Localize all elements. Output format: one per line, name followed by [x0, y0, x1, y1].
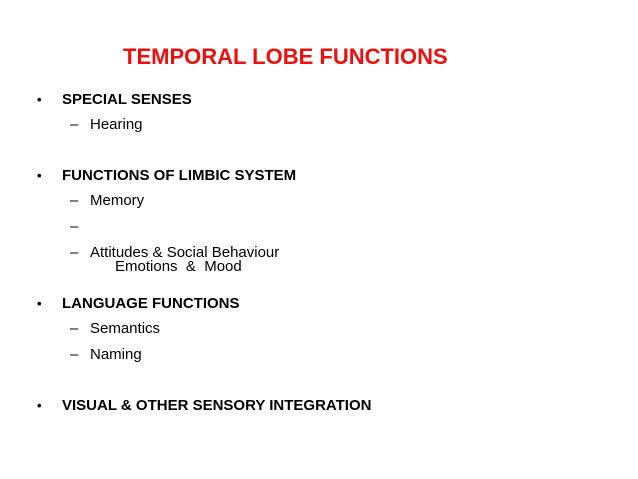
bullet-heading-text: VISUAL & OTHER SENSORY INTEGRATION	[62, 397, 372, 414]
sub-item-text: Naming	[90, 346, 142, 363]
dash-marker: –	[70, 116, 79, 133]
slide-title: TEMPORAL LOBE FUNCTIONS	[123, 44, 448, 69]
bullet-marker: •	[37, 296, 42, 311]
bullet-marker: •	[37, 168, 42, 183]
sub-item-attitudes: – Attitudes & Social Behaviour	[70, 243, 280, 263]
dash-marker: –	[70, 320, 79, 337]
dash-marker: –	[70, 244, 79, 261]
sub-item-text: Semantics	[90, 320, 161, 337]
bullet-heading-language-functions: • LANGUAGE FUNCTIONS	[37, 294, 240, 314]
bullet-heading-visual-sensory-integration: • VISUAL & OTHER SENSORY INTEGRATION	[37, 396, 372, 416]
bullet-marker: •	[37, 398, 42, 413]
sub-item-text: Memory	[90, 192, 145, 209]
sub-item-semantics: – Semantics	[70, 319, 161, 339]
sub-item-memory: – Memory	[70, 191, 145, 211]
sub-item-text: Emotions & Mood	[115, 258, 242, 275]
bullet-heading-text: LANGUAGE FUNCTIONS	[62, 295, 240, 312]
dash-marker: –	[70, 346, 79, 363]
dash-marker: –	[70, 218, 79, 235]
sub-item-text: Attitudes & Social Behaviour	[90, 244, 280, 261]
bullet-heading-special-senses: • SPECIAL SENSES	[37, 90, 192, 110]
sub-item-hearing: – Hearing	[70, 115, 143, 135]
bullet-marker: •	[37, 92, 42, 107]
bullet-heading-text: SPECIAL SENSES	[62, 91, 192, 108]
dash-marker: –	[70, 192, 79, 209]
sub-item-naming: – Naming	[70, 345, 142, 365]
bullet-heading-text: FUNCTIONS OF LIMBIC SYSTEM	[62, 167, 297, 184]
sub-item-emotions-mood: – Emotions & Mood	[70, 217, 242, 275]
bullet-heading-limbic-system: • FUNCTIONS OF LIMBIC SYSTEM	[37, 166, 297, 186]
sub-item-text: Hearing	[90, 116, 143, 133]
